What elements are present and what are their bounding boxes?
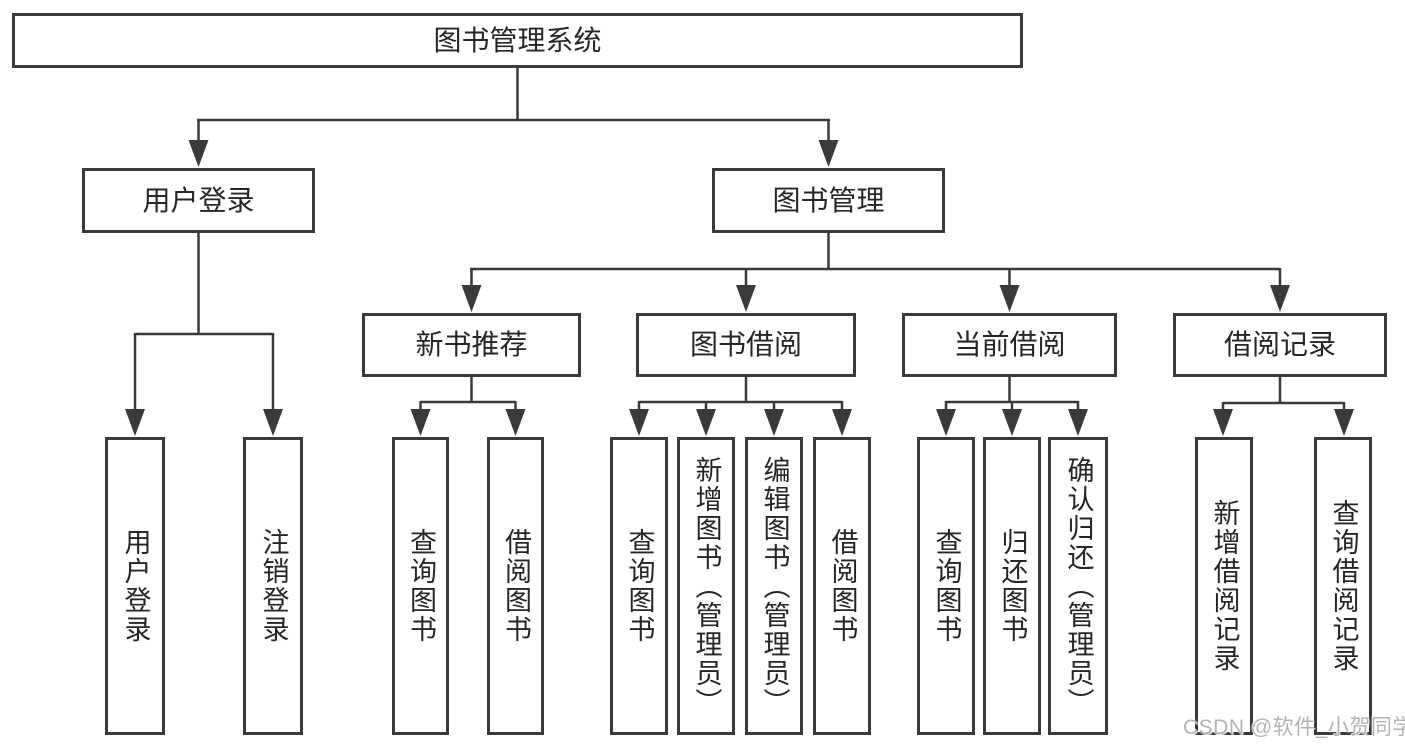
node-label: 查询图书: [624, 528, 655, 644]
leaf-query-borrow-record: 查询借阅记录: [1314, 437, 1372, 735]
node-current-borrow: 当前借阅: [902, 313, 1117, 377]
leaf-return-book: 归还图书: [983, 437, 1041, 735]
node-label: 查询图书: [931, 528, 962, 644]
node-label: 用户登录: [120, 528, 151, 644]
leaf-add-borrow-record: 新增借阅记录: [1195, 437, 1253, 735]
arrow-down-icon: [125, 409, 145, 436]
node-label: 借阅记录: [1223, 329, 1336, 360]
leaf-user-login: 用户登录: [105, 437, 165, 735]
arrow-down-icon: [263, 409, 283, 436]
connector-new-book-branch: [410, 377, 526, 436]
arrow-down-icon: [936, 409, 956, 436]
arrow-down-icon: [818, 140, 839, 167]
node-label: 借阅图书: [501, 528, 531, 644]
connector-book-borrow-branch: [629, 377, 852, 436]
leaf-query-book-recommend: 查询图书: [392, 437, 449, 735]
node-label: 图书借阅: [689, 329, 802, 360]
arrow-down-icon: [764, 409, 784, 436]
node-label: 归还图书: [997, 528, 1028, 644]
arrow-down-icon: [736, 285, 756, 312]
node-label: 新增图书（管理员）: [691, 455, 722, 717]
leaf-query-book-current: 查询图书: [917, 437, 975, 735]
arrow-down-icon: [1002, 409, 1022, 436]
arrow-down-icon: [832, 409, 852, 436]
node-borrow-record: 借阅记录: [1173, 313, 1387, 377]
node-user-login: 用户登录: [82, 168, 315, 233]
arrow-down-icon: [461, 285, 482, 312]
leaf-query-book-borrow: 查询图书: [610, 437, 668, 735]
leaf-edit-book-admin: 编辑图书（管理员）: [745, 437, 803, 735]
node-new-book-recommend: 新书推荐: [362, 313, 581, 377]
arrow-down-icon: [1270, 285, 1290, 312]
arrow-down-icon: [505, 409, 526, 436]
node-book-management: 图书管理: [712, 168, 945, 233]
arrow-down-icon: [1334, 409, 1354, 436]
node-label: 新书推荐: [415, 329, 528, 360]
arrow-down-icon: [188, 140, 209, 167]
node-book-borrow: 图书借阅: [636, 313, 856, 377]
node-label: 新增借阅记录: [1209, 499, 1240, 673]
arrow-down-icon: [999, 285, 1020, 312]
node-label: 确认归还（管理员）: [1063, 455, 1094, 717]
arrow-down-icon: [629, 409, 649, 436]
node-label: 图书管理系统: [433, 24, 602, 56]
arrow-down-icon: [1068, 409, 1088, 436]
leaf-logout: 注销登录: [243, 437, 303, 735]
leaf-add-book-admin: 新增图书（管理员）: [677, 437, 735, 735]
leaf-borrow-book: 借阅图书: [813, 437, 871, 735]
node-label: 用户登录: [142, 184, 255, 216]
arrow-down-icon: [696, 409, 716, 436]
connector-current-borrow-branch: [936, 377, 1088, 436]
node-root-system: 图书管理系统: [12, 13, 1023, 68]
arrow-down-icon: [410, 409, 431, 436]
connector-user-login-branch: [125, 233, 283, 436]
connector-borrow-record-branch: [1213, 377, 1354, 436]
node-label: 当前借阅: [953, 329, 1066, 360]
connector-book-management-branch: [461, 233, 1290, 312]
arrow-down-icon: [1213, 409, 1233, 436]
connector-root-to-level2: [188, 68, 839, 167]
node-label: 查询借阅记录: [1328, 499, 1359, 673]
leaf-confirm-return-admin: 确认归还（管理员）: [1048, 437, 1108, 735]
node-label: 借阅图书: [827, 528, 858, 644]
node-label: 编辑图书（管理员）: [759, 455, 790, 717]
node-label: 注销登录: [258, 528, 289, 644]
node-label: 查询图书: [406, 528, 436, 644]
node-label: 图书管理: [772, 184, 885, 216]
watermark: CSDN @软件_小贺同学: [1183, 716, 1405, 739]
leaf-borrow-book-recommend: 借阅图书: [487, 437, 544, 735]
